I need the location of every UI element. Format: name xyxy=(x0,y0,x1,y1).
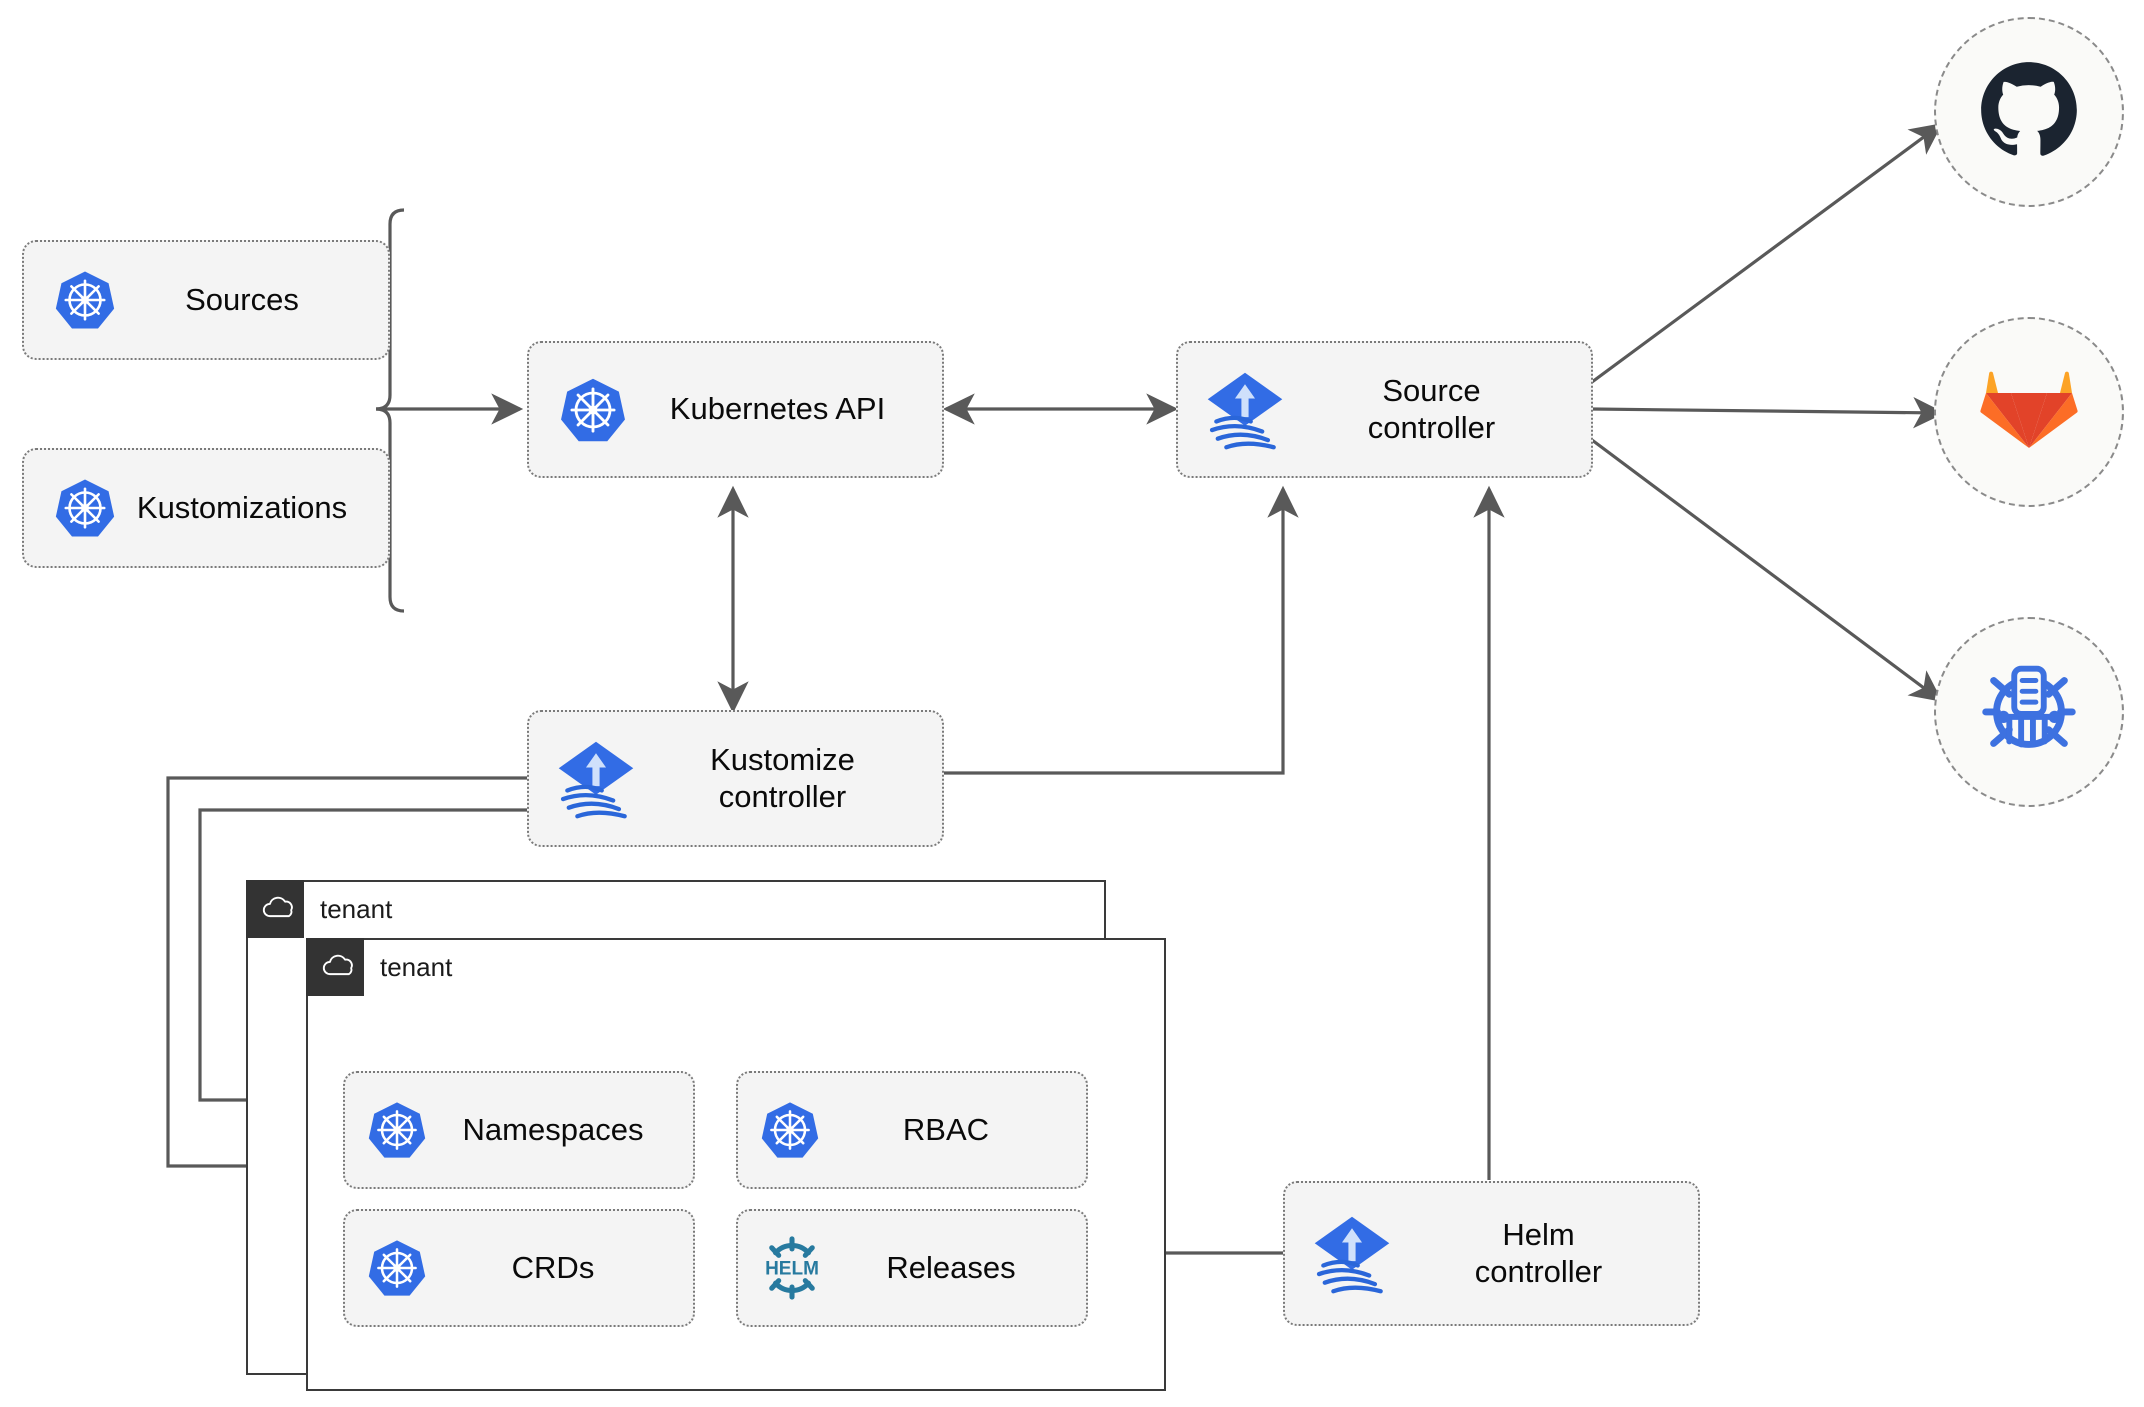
node-helm-controller-label: Helm controller xyxy=(1474,1216,1603,1289)
node-helm-controller[interactable]: Helm controller xyxy=(1283,1181,1700,1326)
node-source-controller-label: Source controller xyxy=(1367,372,1496,445)
node-namespaces[interactable]: Namespaces xyxy=(343,1071,695,1189)
gitlab-icon xyxy=(1979,360,2079,465)
node-rbac-label: RBAC xyxy=(902,1111,990,1147)
helm-icon xyxy=(754,1230,830,1306)
node-source-controller[interactable]: Source controller xyxy=(1176,341,1593,478)
node-kustomizations[interactable]: Kustomizations xyxy=(22,448,390,568)
node-crds-label: CRDs xyxy=(511,1249,595,1285)
kubernetes-icon xyxy=(367,1100,427,1160)
flux-icon xyxy=(1202,367,1288,453)
kubernetes-icon xyxy=(559,376,627,444)
node-kustomize-controller-label: Kustomize controller xyxy=(710,741,855,814)
external-helm-repository[interactable] xyxy=(1934,617,2124,807)
kubernetes-icon xyxy=(760,1100,820,1160)
kubernetes-icon xyxy=(54,477,116,539)
tenant-panel-front[interactable]: tenant Namespaces RBAC CRDs Releases xyxy=(306,938,1166,1391)
kubernetes-icon xyxy=(54,269,116,331)
node-sources-label: Sources xyxy=(185,281,299,317)
node-rbac[interactable]: RBAC xyxy=(736,1071,1088,1189)
wire-source-to-github xyxy=(1591,123,1943,384)
wire-source-to-gitlab xyxy=(1591,396,1946,429)
tenant-front-label: tenant xyxy=(380,951,453,982)
tenant-back-label: tenant xyxy=(320,893,393,924)
node-kubernetes-api[interactable]: Kubernetes API xyxy=(527,341,944,478)
node-namespaces-label: Namespaces xyxy=(462,1111,644,1147)
node-crds[interactable]: CRDs xyxy=(343,1209,695,1327)
cloud-icon xyxy=(260,894,298,925)
github-icon xyxy=(1977,58,2081,167)
node-sources[interactable]: Sources xyxy=(22,240,390,360)
wire-source-to-helm-repo xyxy=(1591,438,1943,702)
flux-icon xyxy=(1309,1211,1395,1297)
tenant-back-tab xyxy=(246,880,304,938)
helm-repository-icon xyxy=(1970,651,2088,774)
flux-icon xyxy=(553,736,639,822)
node-kubernetes-api-label: Kubernetes API xyxy=(669,391,886,427)
node-kustomize-controller[interactable]: Kustomize controller xyxy=(527,710,944,847)
external-github[interactable] xyxy=(1934,17,2124,207)
cloud-icon xyxy=(320,952,358,983)
external-gitlab[interactable] xyxy=(1934,317,2124,507)
kubernetes-icon xyxy=(367,1238,427,1298)
node-releases-label: Releases xyxy=(886,1249,1016,1285)
node-releases[interactable]: Releases xyxy=(736,1209,1088,1327)
tenant-front-tab xyxy=(306,938,364,996)
node-kustomizations-label: Kustomizations xyxy=(136,489,348,525)
wire-kustomize-to-source-controller xyxy=(940,485,1299,775)
